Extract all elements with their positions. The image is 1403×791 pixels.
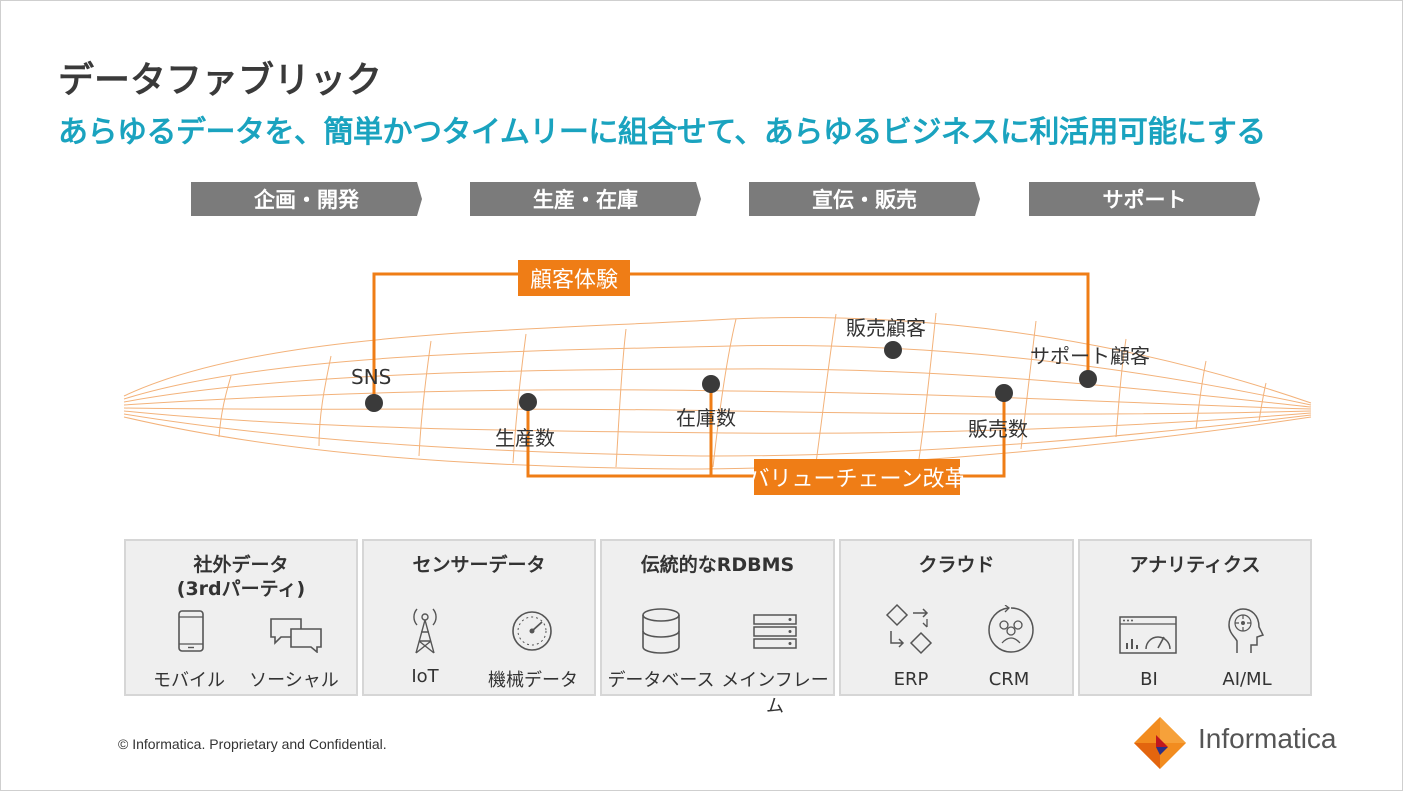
source-item-mobile: モバイル [153,670,225,691]
source-title-sub: (3rdパーティ) [176,578,306,600]
node-production-dot [519,393,537,411]
node-sns-dot [365,394,383,412]
source-title: 社外データ (3rdパーティ) [126,553,356,601]
node-sales-count-dot [995,384,1013,402]
source-item-mainframe: メインフレーム [721,670,829,717]
node-support-customer-label: サポート顧客 [1030,344,1150,368]
source-title: アナリティクス [1129,554,1261,576]
source-title: 伝統的なRDBMS [640,554,795,576]
source-item-crm: CRM [988,669,1030,690]
node-sales-customer-label: 販売顧客 [846,316,926,340]
antenna-tower-icon [413,608,437,654]
node-support-customer-dot [1079,370,1097,388]
node-sales-count-label: 販売数 [968,417,1028,441]
gauge-dial-icon [512,611,552,651]
informatica-logo-icon [1134,717,1186,769]
source-title: クラウド [918,554,995,576]
erp-flow-icon [885,603,933,655]
source-sensor-data: センサーデータ IoT 機械データ [362,539,596,696]
copyright-footer: © Informatica. Proprietary and Confident… [118,736,387,752]
page-subtitle: あらゆるデータを、簡単かつタイムリーに組合せて、あらゆるビジネスに利活用可能にす… [58,115,1266,150]
source-external-data: 社外データ (3rdパーティ) モバイル ソーシャル [124,539,358,696]
stage-production: 生産・在庫 [470,182,701,216]
source-item-database: データベース [607,670,715,691]
source-title: センサーデータ [412,554,546,576]
source-item-iot: IoT [411,666,439,687]
stage-planning: 企画・開発 [191,182,422,216]
customer-experience-label: 顧客体験 [518,260,630,296]
brand-name: Informatica [1198,723,1337,754]
source-item-bi: BI [1140,669,1158,690]
source-item-ai-ml: AI/ML [1222,669,1272,690]
page-title: データファブリック [58,60,383,101]
source-rdbms: 伝統的なRDBMS データベース メインフレーム [600,539,835,717]
source-cloud: クラウド ERP CRM [839,539,1074,696]
value-chain-label: バリューチェーン改革 [748,459,966,495]
stage-support: サポート [1029,182,1260,216]
node-sns-label: SNS [351,365,392,389]
source-item-erp: ERP [893,669,929,690]
crm-people-cycle-icon [988,605,1034,653]
mobile-phone-icon [178,610,204,652]
node-inventory-dot [702,375,720,393]
node-inventory-label: 在庫数 [676,406,736,430]
source-item-social: ソーシャル [249,670,339,691]
chat-bubbles-icon [270,618,322,653]
stage-marketing: 宣伝・販売 [749,182,980,216]
node-production-label: 生産数 [495,426,555,450]
node-sales-customer-dot [884,341,902,359]
dashboard-gauge-icon [1119,616,1177,654]
source-title-main: 社外データ [193,554,289,576]
server-rack-icon [753,614,797,649]
source-item-machine-data: 機械データ [488,670,578,691]
ai-head-icon [1228,608,1265,653]
source-analytics: アナリティクス BI AI/ML [1078,539,1312,696]
database-cylinder-icon [642,608,680,654]
